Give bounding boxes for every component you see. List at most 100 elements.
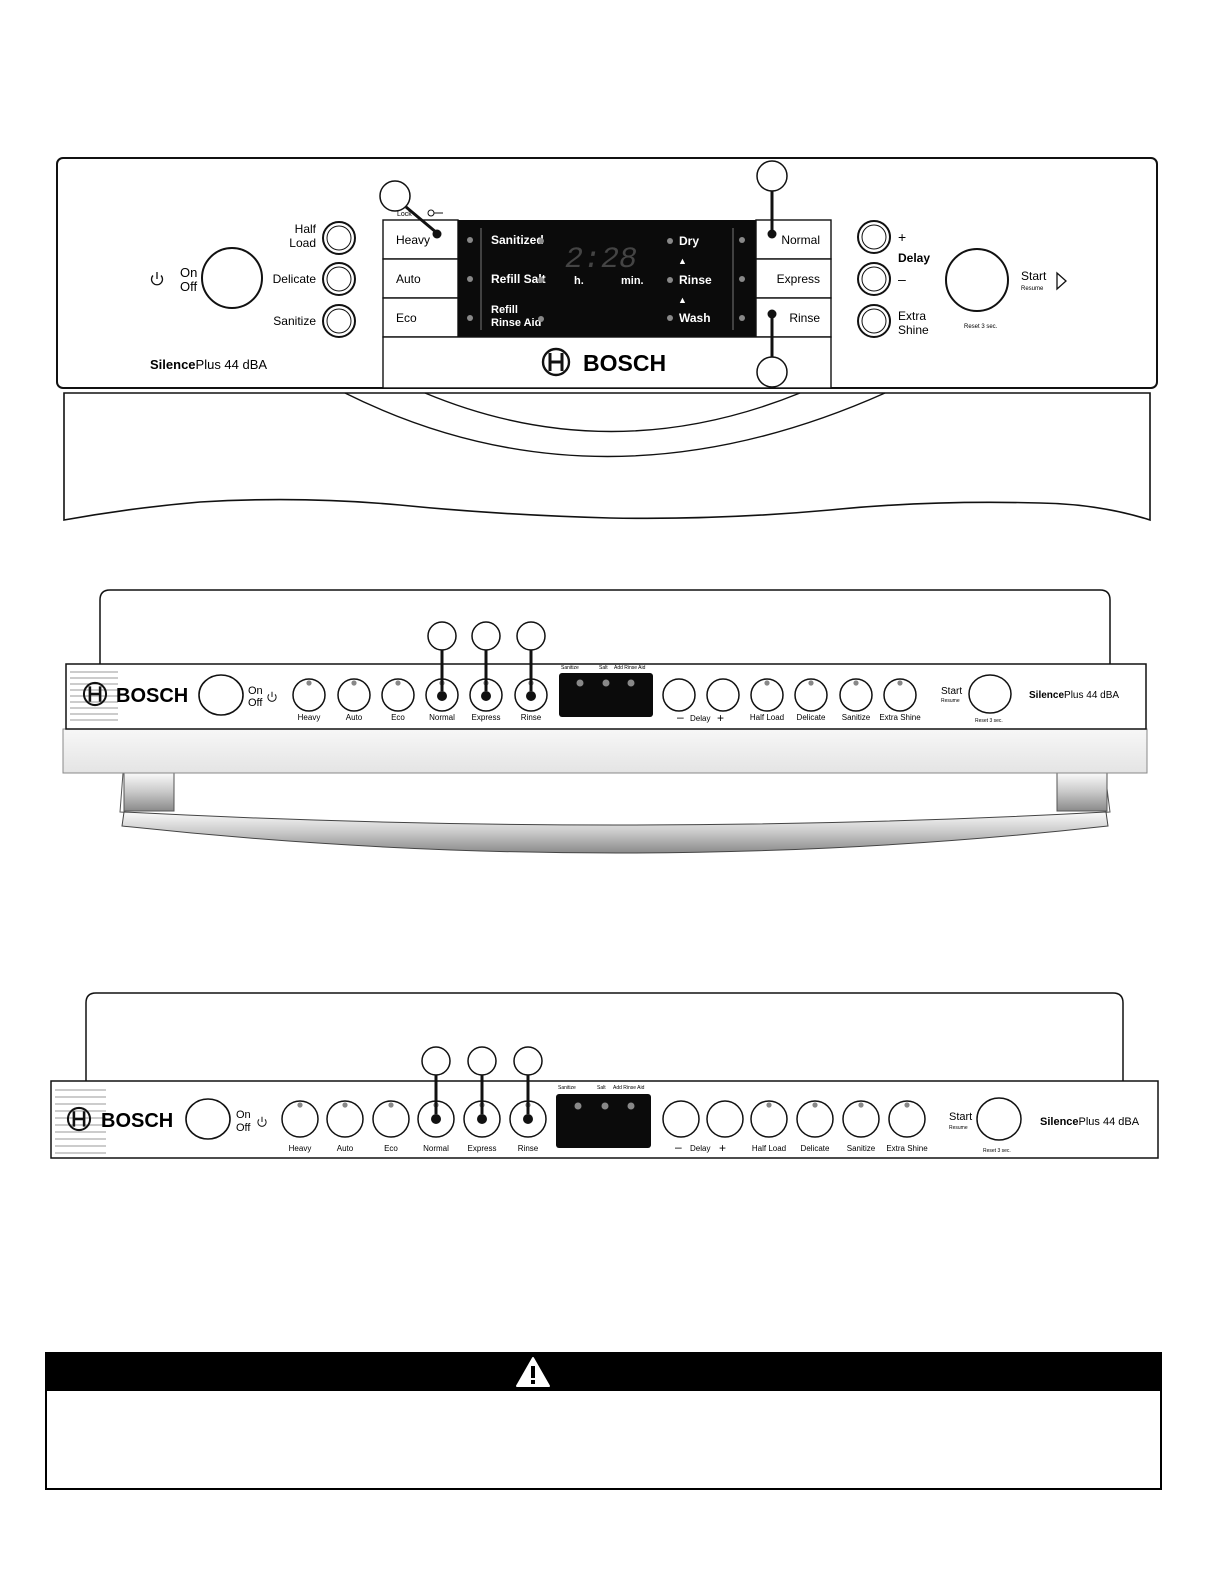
start-button[interactable] <box>968 674 1012 714</box>
half-load-button[interactable] <box>750 1100 788 1138</box>
eco-button[interactable] <box>372 1100 410 1138</box>
heavy-button[interactable] <box>292 678 326 712</box>
handle-mount-right <box>1056 772 1108 812</box>
extra-shine-button[interactable] <box>857 304 891 338</box>
power-button[interactable] <box>185 1098 231 1140</box>
extra-shine-indicator <box>897 680 903 686</box>
start-button[interactable] <box>976 1097 1022 1141</box>
callout-dot <box>767 229 777 239</box>
delay-plus-button[interactable] <box>706 1100 744 1138</box>
delay-plus-label: + <box>717 711 724 725</box>
extra-shine-button[interactable] <box>883 678 917 712</box>
extra-shine-button[interactable] <box>888 1100 926 1138</box>
delicate-label: Delicate <box>273 272 317 286</box>
hours-label: h. <box>574 275 584 287</box>
start-button[interactable] <box>945 248 1009 312</box>
delay-label: Delay <box>690 1144 710 1153</box>
tub-outline <box>99 589 1111 664</box>
delicate-button-ring <box>326 266 352 292</box>
power-button[interactable] <box>198 674 244 716</box>
sanitize-label: Sanitize <box>847 1144 876 1153</box>
extra-shine-label: Extra Shine <box>879 713 921 722</box>
tub-outline <box>85 992 1124 1081</box>
sanitize-indicator <box>576 679 584 687</box>
sanitize-button[interactable] <box>842 1100 880 1138</box>
refill-rinse-aid-indicator <box>538 316 544 322</box>
heavy-label: Heavy <box>289 1144 312 1153</box>
rinse-label: Rinse <box>518 1144 539 1153</box>
delay-label: Delay <box>690 714 710 723</box>
sanitize-indicator-label: Sanitize <box>558 1085 576 1091</box>
start-resume-label: Resume <box>941 698 960 704</box>
delay-minus-ring <box>861 266 887 292</box>
express-label: Express <box>472 713 501 722</box>
auto-indicator <box>467 276 473 282</box>
eco-indicator <box>395 680 401 686</box>
half-load-button[interactable] <box>322 221 356 255</box>
callout-line <box>405 205 438 235</box>
callout-circle <box>379 180 411 212</box>
program-normal-label: Normal <box>781 233 820 247</box>
delay-minus-label: – <box>677 710 684 724</box>
time-display-digits: 2:28 <box>565 243 637 277</box>
normal-indicator <box>739 237 745 243</box>
delay-minus-label: – <box>675 1140 682 1154</box>
sanitize-indicator-label: Sanitize <box>561 665 579 671</box>
auto-button[interactable] <box>326 1100 364 1138</box>
callout-circle <box>513 1046 543 1076</box>
callout-dot <box>767 309 777 319</box>
callout-circle <box>756 160 788 192</box>
heavy-button[interactable] <box>281 1100 319 1138</box>
sanitize-button[interactable] <box>322 304 356 338</box>
auto-label: Auto <box>337 1144 354 1153</box>
program-button-normal[interactable] <box>755 219 832 260</box>
delay-minus-button[interactable] <box>857 262 891 296</box>
delay-plus-button[interactable] <box>706 678 740 712</box>
rinse-label: Rinse <box>521 713 542 722</box>
auto-button[interactable] <box>337 678 371 712</box>
power-button[interactable] <box>201 247 263 309</box>
indicator-display <box>556 1094 651 1148</box>
delicate-button[interactable] <box>794 678 828 712</box>
power-off-label: Off <box>248 697 263 709</box>
extra-shine-indicator <box>904 1102 910 1108</box>
door-strip <box>62 728 1148 774</box>
extra-shine-label-2: Shine <box>898 323 929 337</box>
brand-strip <box>382 336 832 389</box>
heavy-label: Heavy <box>298 713 321 722</box>
delicate-indicator <box>808 680 814 686</box>
half-load-label: Half Load <box>750 713 784 722</box>
program-rinse-label: Rinse <box>789 311 820 325</box>
program-button-eco[interactable] <box>382 297 459 338</box>
delay-minus-label: – <box>898 271 906 287</box>
sanitized-indicator-label: Sanitized <box>491 233 544 247</box>
delay-minus-button[interactable] <box>662 1100 700 1138</box>
heavy-indicator <box>297 1102 303 1108</box>
delay-plus-button[interactable] <box>857 220 891 254</box>
power-off-label: Off <box>180 279 197 294</box>
start-resume-label: Resume <box>1021 286 1044 292</box>
delay-minus-button[interactable] <box>662 678 696 712</box>
callout-dot <box>431 1114 441 1124</box>
sanitize-button[interactable] <box>839 678 873 712</box>
brand-name: BOSCH <box>583 350 666 376</box>
extra-shine-ring <box>861 308 887 334</box>
door-handle <box>121 811 1109 854</box>
delicate-button[interactable] <box>796 1100 834 1138</box>
auto-indicator <box>351 680 357 686</box>
eco-button[interactable] <box>381 678 415 712</box>
start-label: Start <box>1021 269 1047 283</box>
delicate-button[interactable] <box>322 262 356 296</box>
model-label: SilencePlus 44 dBA <box>1040 1116 1140 1128</box>
brand-name: BOSCH <box>101 1110 173 1132</box>
start-label: Start <box>949 1111 972 1123</box>
half-load-button[interactable] <box>750 678 784 712</box>
brand-name: BOSCH <box>116 685 188 707</box>
heavy-indicator <box>306 680 312 686</box>
eco-label: Eco <box>391 713 405 722</box>
play-triangle-icon <box>1056 271 1067 291</box>
door-handle-curve <box>344 392 886 458</box>
minutes-label: min. <box>621 275 644 287</box>
half-load-label-1: Half <box>295 222 317 236</box>
